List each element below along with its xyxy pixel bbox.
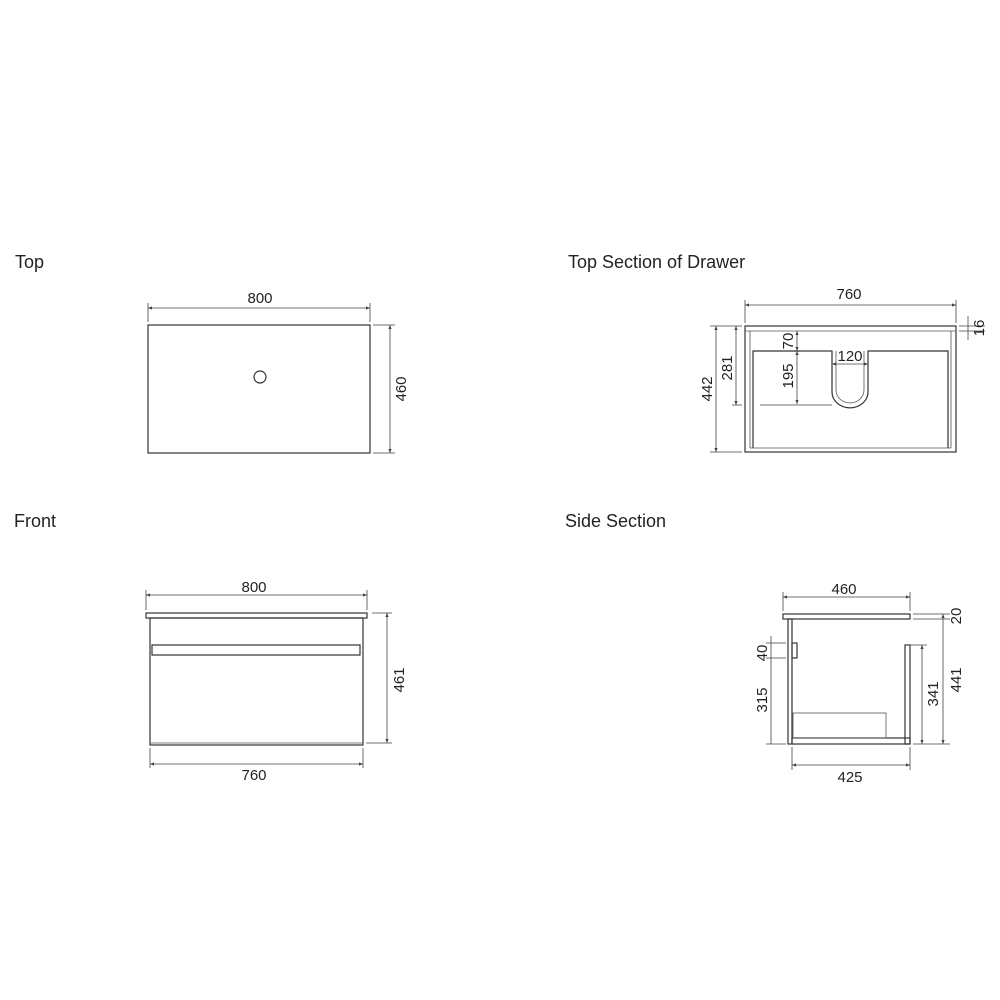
- dim-top-thickness: 20: [948, 608, 965, 625]
- dim-cutout-width: 120: [837, 348, 862, 365]
- dim-top-depth: 460: [393, 376, 410, 401]
- dim-front-body-width: 760: [241, 767, 266, 784]
- drawer-handle: [151, 644, 361, 656]
- dim-front-gap: 70: [780, 333, 797, 350]
- dim-side-depth: 460: [831, 581, 856, 598]
- dim-side-height: 441: [948, 667, 965, 692]
- dim-drawer-height: 315: [754, 687, 771, 712]
- drawer-section-view: 760 442 281 70 195 120 16: [699, 286, 988, 453]
- tap-hole: [253, 370, 267, 384]
- dim-handle: 40: [754, 645, 771, 662]
- front-view: 800 760 461: [145, 579, 408, 784]
- dim-drawer-width: 760: [836, 286, 861, 303]
- top-view-title: Top: [15, 252, 44, 272]
- side-section-view: 460 425 441 20 341 40 315: [754, 581, 965, 786]
- dim-panel-thickness: 16: [971, 320, 988, 337]
- dim-drawer-depth: 442: [699, 376, 716, 401]
- dim-notch-depth: 281: [719, 355, 736, 380]
- dim-top-width: 800: [247, 290, 272, 307]
- top-view: 800 460: [147, 290, 410, 454]
- side-handle: [791, 642, 798, 659]
- dim-back-height: 341: [925, 681, 942, 706]
- drawer-section-title: Top Section of Drawer: [568, 252, 745, 272]
- side-section-title: Side Section: [565, 511, 666, 531]
- dim-side-body-depth: 425: [837, 769, 862, 786]
- dim-cutout-depth: 195: [780, 363, 797, 388]
- dim-front-height: 461: [391, 667, 408, 692]
- front-view-title: Front: [14, 511, 56, 531]
- dim-front-top-width: 800: [241, 579, 266, 596]
